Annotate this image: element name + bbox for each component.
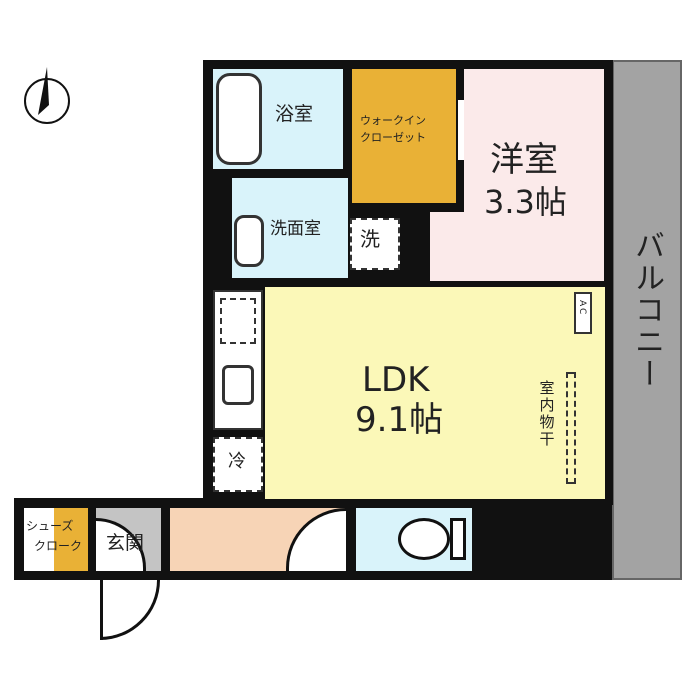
ac-label: AC bbox=[576, 300, 587, 317]
ldk-size: 9.1帖 bbox=[355, 400, 444, 440]
ldk-label: LDK bbox=[362, 360, 430, 400]
entrance-label: 玄関 bbox=[106, 532, 145, 554]
balcony-label: バルコニー bbox=[629, 230, 664, 390]
shoe-closet-label-1: シューズ bbox=[26, 519, 74, 533]
shoe-closet-label-2: クローク bbox=[34, 539, 83, 553]
western-room-size: 3.3帖 bbox=[484, 183, 567, 221]
ldk-room bbox=[265, 287, 605, 499]
bathtub-icon bbox=[216, 73, 262, 165]
fridge-label: 冷 bbox=[228, 451, 246, 472]
bath-label: 浴室 bbox=[275, 103, 314, 125]
compass-north-icon bbox=[22, 65, 72, 131]
western-room bbox=[464, 69, 604, 281]
drying-rail bbox=[566, 372, 576, 484]
sink-icon bbox=[234, 215, 264, 267]
washer-space bbox=[350, 218, 400, 270]
western-room-lower bbox=[430, 212, 470, 281]
closet-door[interactable] bbox=[458, 100, 464, 160]
walkin-closet bbox=[352, 69, 456, 203]
indoor-drying-label: 室内物干 bbox=[537, 380, 556, 448]
front-door[interactable] bbox=[100, 580, 160, 640]
western-room-label: 洋室 bbox=[490, 140, 558, 180]
walkin-closet-label-1: ウォークイン bbox=[360, 114, 426, 127]
toilet-tank-icon bbox=[450, 518, 466, 560]
toilet-icon bbox=[398, 518, 450, 560]
kitchen-sink-icon bbox=[222, 365, 254, 405]
walkin-closet-label-2: クローゼット bbox=[360, 131, 426, 144]
shoe-closet-orange bbox=[54, 508, 88, 571]
balcony bbox=[612, 60, 682, 580]
shoe-closet bbox=[24, 508, 54, 571]
washroom-label: 洗面室 bbox=[270, 219, 321, 239]
ac-unit bbox=[574, 292, 592, 334]
washer-label: 洗 bbox=[360, 227, 380, 251]
fridge-space bbox=[213, 437, 263, 492]
stove-icon bbox=[220, 298, 256, 344]
